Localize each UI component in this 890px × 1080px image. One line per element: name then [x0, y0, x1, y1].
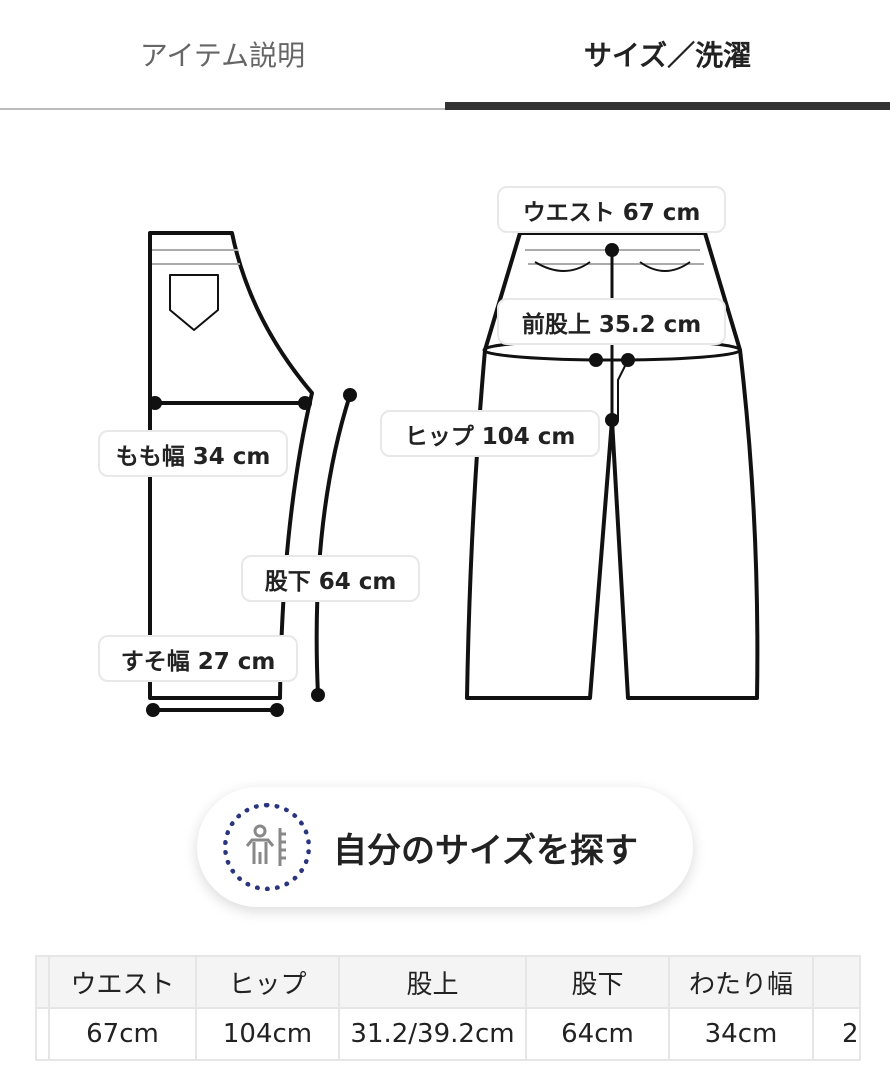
find-my-size-label: 自分のサイズを探す	[333, 830, 638, 871]
table-cell: 2	[812, 1007, 861, 1061]
tab-size-washing[interactable]: サイズ／洗濯	[445, 0, 890, 110]
header-cell: ウエスト	[48, 955, 197, 1009]
size-table: ウエスト ヒップ 股上 股下 わたり幅 67cm 104cm 31.2/39.2…	[35, 955, 861, 1061]
header-cell: わたり幅	[668, 955, 814, 1009]
header-cell: ヒップ	[195, 955, 340, 1009]
body-measure-icon	[223, 803, 311, 891]
table-cell: 34cm	[668, 1007, 814, 1061]
find-my-size-button[interactable]: 自分のサイズを探す	[197, 787, 693, 907]
table-cell: 67cm	[48, 1007, 197, 1061]
inseam-label: 股下 64 cm	[241, 555, 420, 602]
table-cell: 64cm	[525, 1007, 670, 1061]
waist-label: ウエスト 67 cm	[497, 186, 726, 233]
header-cell: 股下	[525, 955, 670, 1009]
tab-item-description[interactable]: アイテム説明	[139, 39, 306, 72]
table-cell: 31.2/39.2cm	[338, 1007, 527, 1061]
table-cell: 104cm	[195, 1007, 340, 1061]
hip-label: ヒップ 104 cm	[380, 410, 600, 457]
table-cell	[35, 1007, 50, 1061]
hem-label: すそ幅 27 cm	[98, 635, 298, 682]
header-cell	[812, 955, 861, 1009]
table-header-row: ウエスト ヒップ 股上 股下 わたり幅	[35, 955, 861, 1009]
thigh-label: もも幅 34 cm	[98, 430, 288, 477]
header-cell	[35, 955, 50, 1009]
front-rise-label: 前股上 35.2 cm	[497, 298, 726, 345]
header-cell: 股上	[338, 955, 527, 1009]
tab-bar: アイテム説明 サイズ／洗濯	[0, 0, 890, 110]
table-row: 67cm 104cm 31.2/39.2cm 64cm 34cm 2	[35, 1007, 861, 1061]
